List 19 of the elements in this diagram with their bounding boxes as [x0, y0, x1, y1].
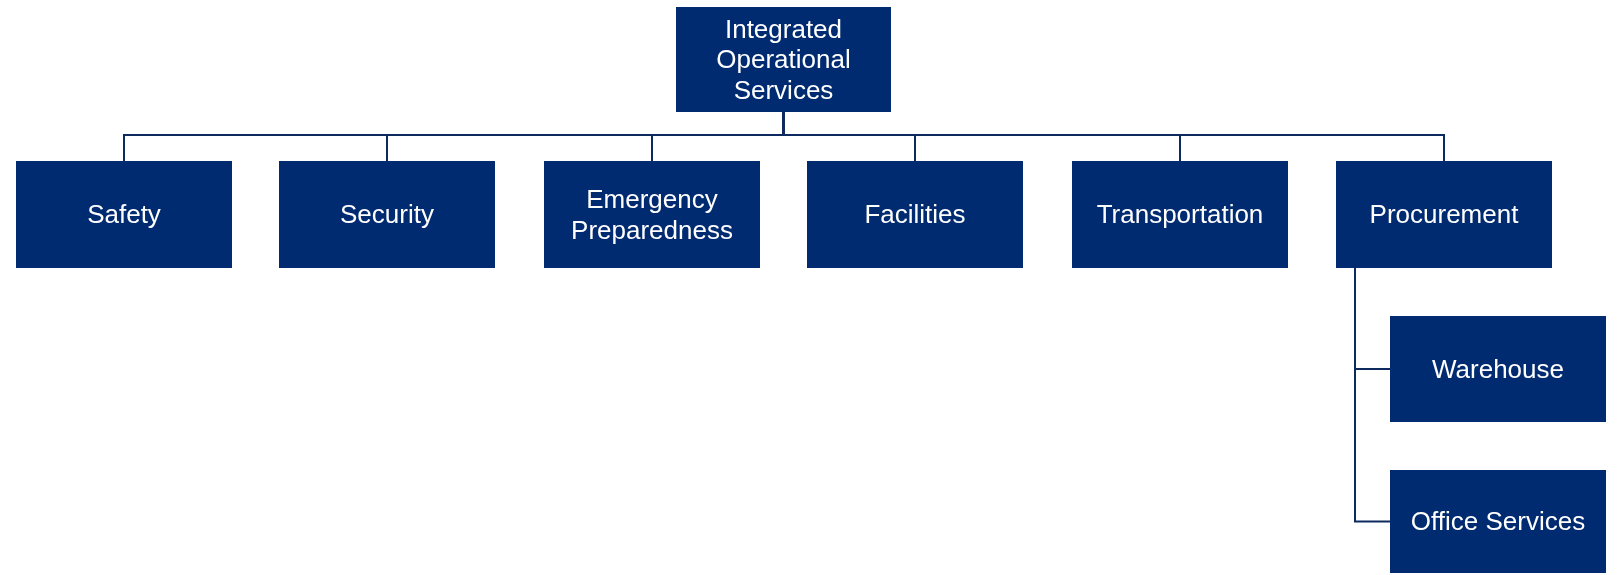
org-unit-box — [1072, 161, 1288, 268]
unit-name: Office Services — [1410, 506, 1586, 537]
org-unit-box — [807, 161, 1023, 268]
unit-name: Warehouse — [1432, 353, 1564, 385]
org-unit-box — [1390, 316, 1606, 422]
unit-name: Facilities — [864, 199, 966, 230]
org-unit-box — [676, 7, 891, 112]
org-unit-box — [279, 161, 495, 268]
unit-name: Integrated Operational Services — [715, 13, 852, 106]
connector-line — [1354, 267, 1391, 523]
unit-name: Emergency Preparedness — [570, 184, 734, 245]
org-unit-box — [1390, 470, 1606, 573]
unit-name: Transportation — [1096, 199, 1264, 230]
unit-name: Safety — [87, 199, 161, 230]
org-unit-box — [1336, 161, 1552, 268]
unit-name: Security — [340, 199, 434, 230]
unit-name: Procurement — [1369, 199, 1519, 230]
org-unit-box — [544, 161, 760, 268]
org-unit-box — [16, 161, 232, 268]
